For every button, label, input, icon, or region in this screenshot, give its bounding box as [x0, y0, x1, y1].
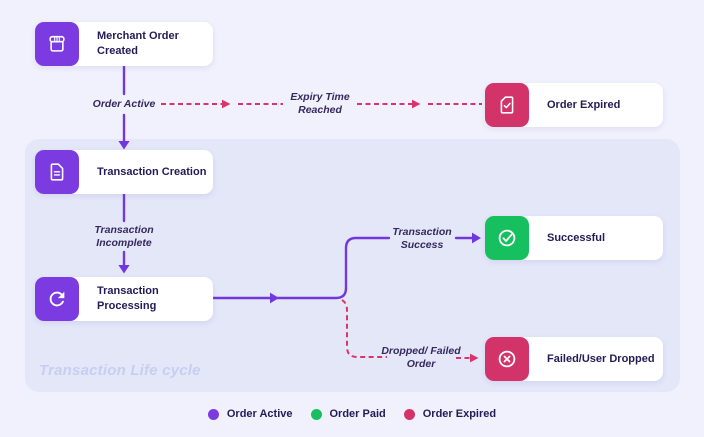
edge-label-order-active: Order Active	[92, 98, 156, 110]
arrowhead-expiry-1	[222, 99, 231, 109]
legend-label: Order Active	[226, 408, 293, 420]
diagram-title: Transaction Life cycle	[39, 362, 201, 379]
document-icon	[35, 150, 79, 194]
edge-label-transaction-incomplete: Transaction Incomplete	[94, 224, 154, 250]
x-circle-icon	[485, 337, 529, 381]
arrowhead-expiry-2	[412, 99, 421, 109]
legend-label: Order Expired	[422, 408, 497, 420]
node-failed-user-dropped[interactable]: Failed/User Dropped	[485, 337, 663, 381]
edge-label-expiry-time-reached: Expiry Time Reached	[290, 91, 350, 117]
node-successful[interactable]: Successful	[485, 216, 663, 260]
check-circle-icon	[485, 216, 529, 260]
legend: Order Active Order Paid Order Expired	[0, 408, 704, 420]
node-label-creation: Transaction Creation	[97, 165, 207, 178]
node-label-merchant: Merchant Order Created	[97, 30, 179, 57]
legend-item-order-paid: Order Paid	[310, 408, 386, 420]
node-label-processing: Transaction Processing	[97, 285, 159, 312]
refresh-icon	[35, 277, 79, 321]
node-label-failed: Failed/User Dropped	[547, 352, 655, 365]
document-check-icon	[485, 83, 529, 127]
order-paid-dot-icon	[310, 408, 322, 420]
node-order-expired[interactable]: Order Expired	[485, 83, 663, 127]
edge-label-dropped-failed-order: Dropped/ Failed Order	[381, 345, 461, 371]
node-label-expired: Order Expired	[547, 98, 621, 111]
order-expired-dot-icon	[403, 408, 415, 420]
legend-label: Order Paid	[329, 408, 386, 420]
legend-item-order-active: Order Active	[207, 408, 293, 420]
legend-item-order-expired: Order Expired	[403, 408, 497, 420]
node-merchant-order-created[interactable]: Merchant Order Created	[35, 22, 213, 66]
node-transaction-creation[interactable]: Transaction Creation	[35, 150, 213, 194]
node-transaction-processing[interactable]: Transaction Processing	[35, 277, 213, 321]
node-label-successful: Successful	[547, 231, 606, 244]
edge-label-transaction-success: Transaction Success	[392, 226, 452, 252]
order-active-dot-icon	[207, 408, 219, 420]
storefront-icon	[35, 22, 79, 66]
